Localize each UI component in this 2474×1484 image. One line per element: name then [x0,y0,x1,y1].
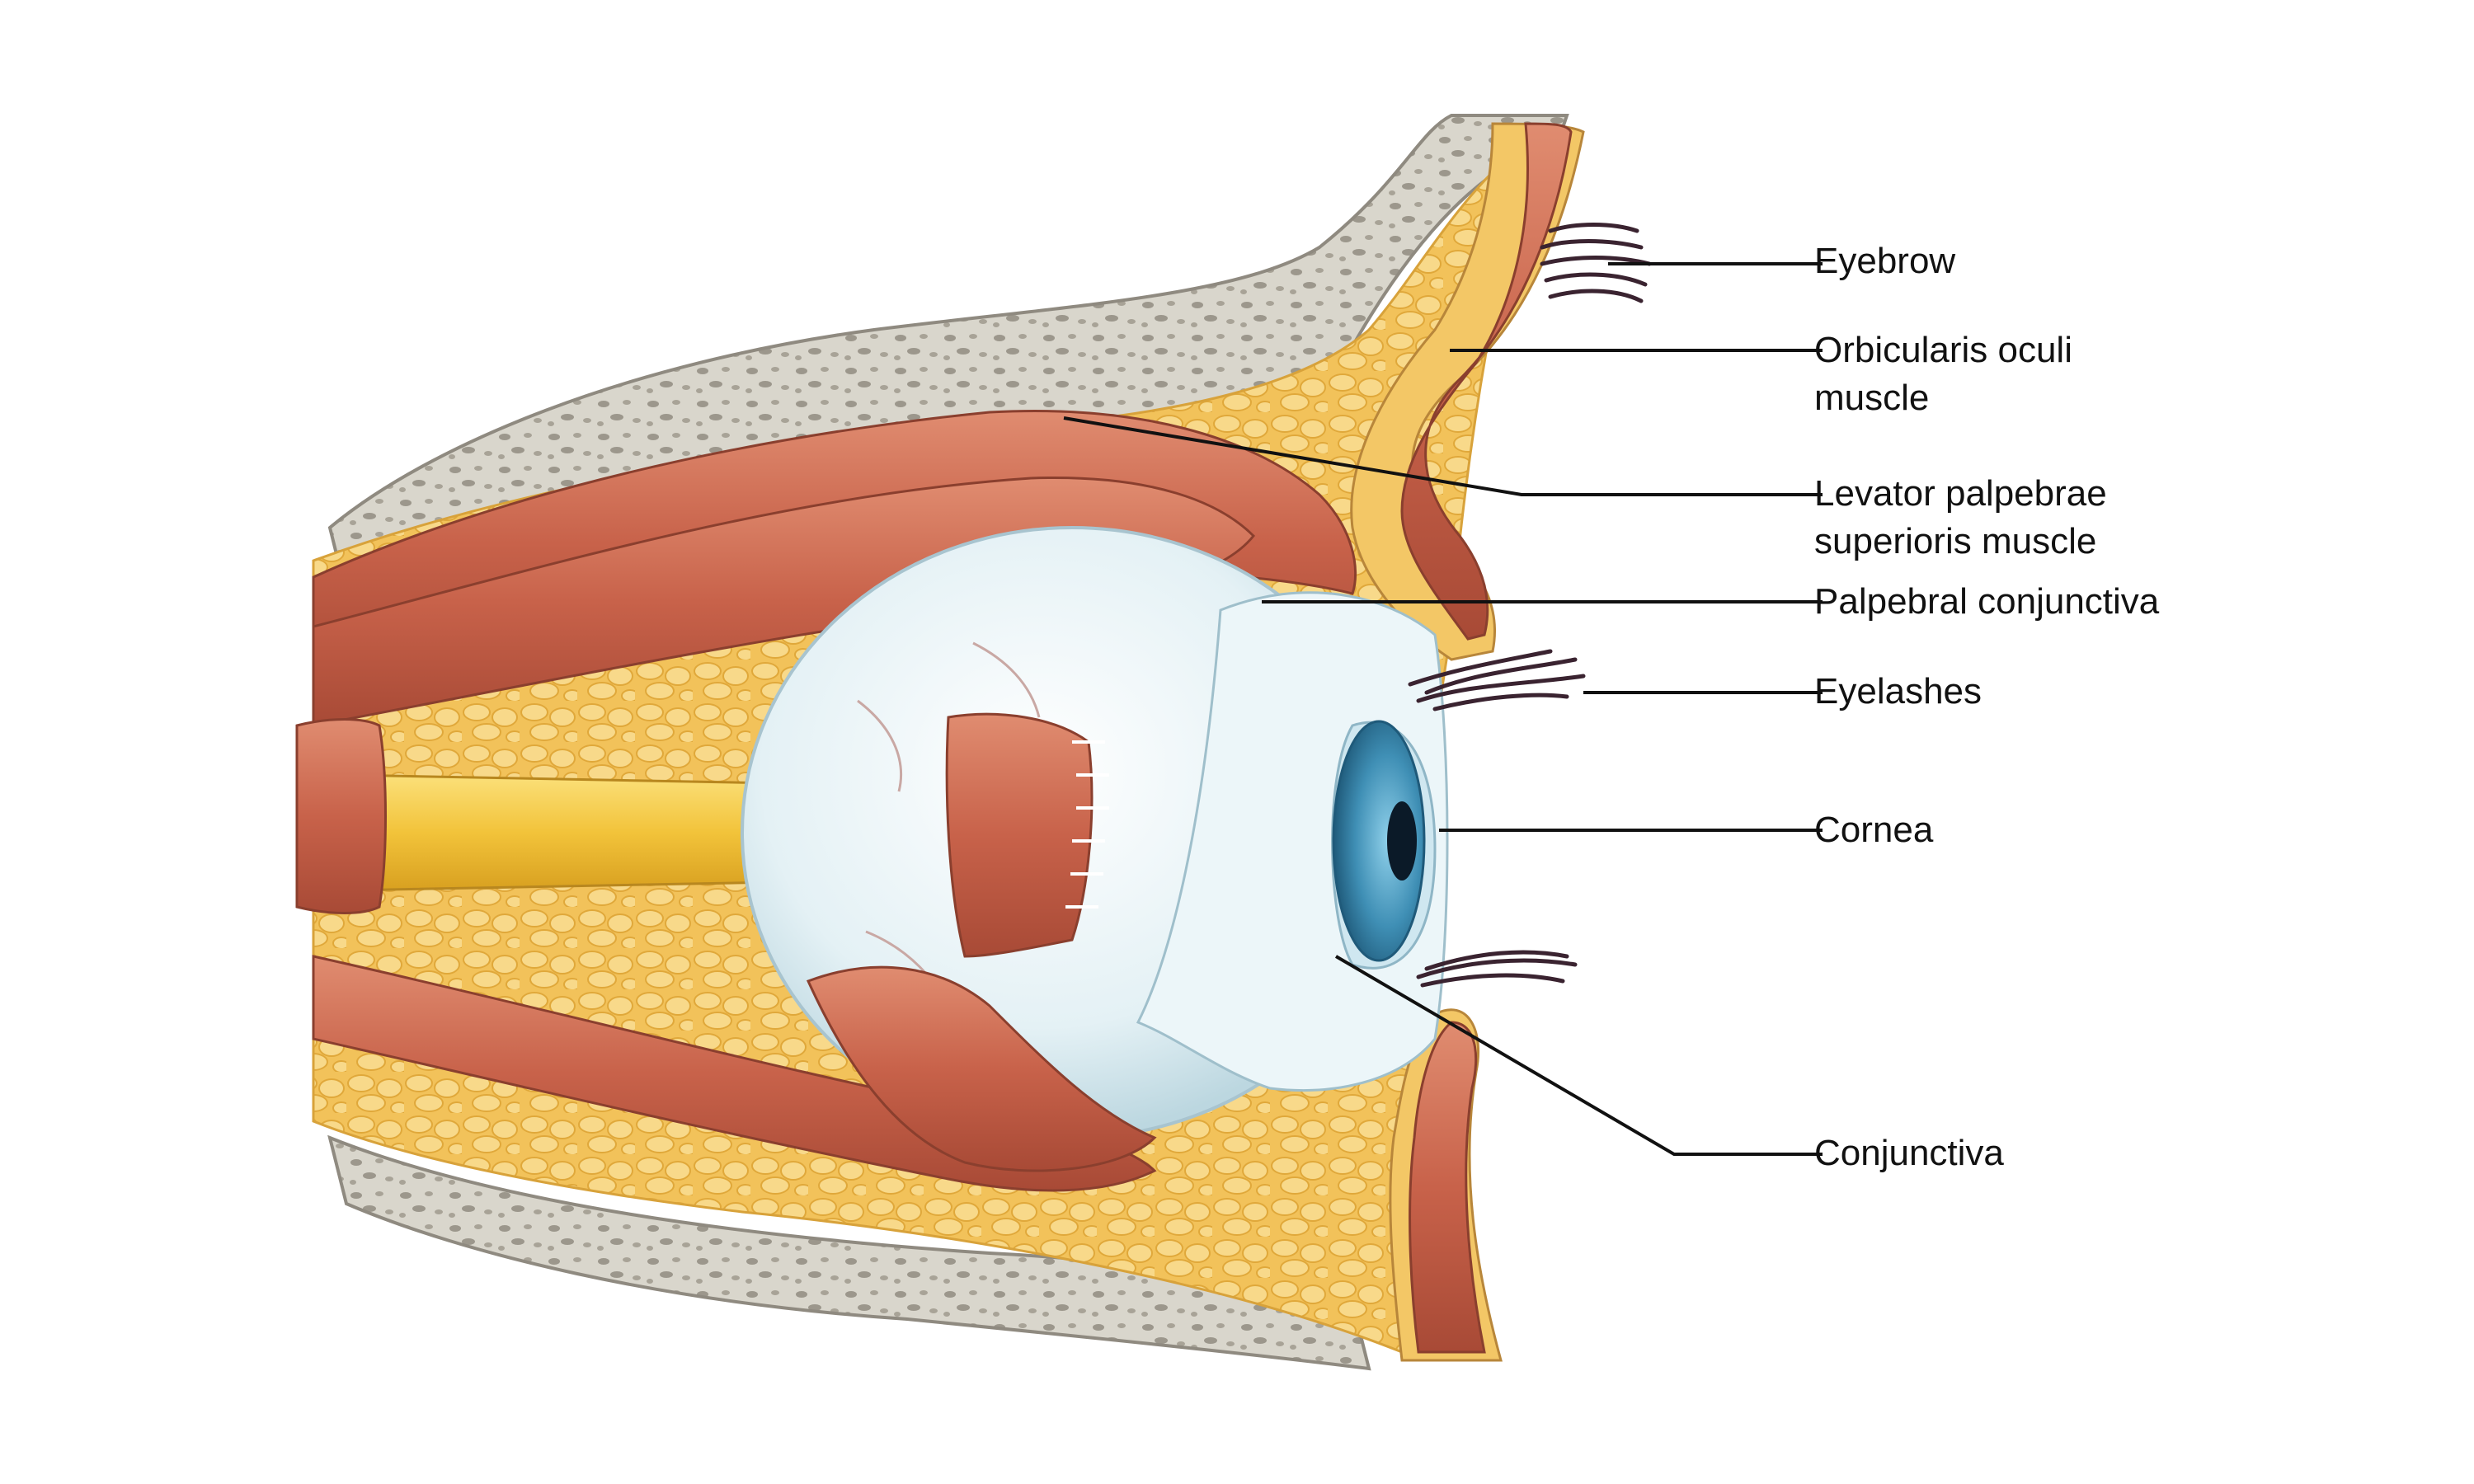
label-orbicularis-oculi-muscle: Orbicularis oculi muscle [1814,326,2072,422]
leader-conjunctiva [1334,955,1823,1156]
label-orbicularis-line2: muscle [1814,378,1930,418]
inferior-oblique [806,965,1157,1172]
label-levator-palpebrae-superioris-muscle: Levator palpebrae superioris muscle [1814,470,2107,566]
label-eyebrow-text: Eyebrow [1814,241,1956,281]
label-conjunctiva-text: Conjunctiva [1814,1133,2004,1173]
label-palpebral-conjunctiva: Palpebral conjunctiva [1814,578,2159,626]
eyebrow-hairs [1540,223,1652,303]
lateral-rectus-insertion [945,712,1094,958]
upper-eyelashes [1408,649,1586,711]
label-eyelashes-text: Eyelashes [1814,671,1982,711]
leader-lines [1063,262,1823,1156]
tendon-fibers [1065,740,1109,909]
label-levator-line1: Levator palpebrae [1814,473,2107,514]
sclera-vessels [857,641,1057,1106]
orbicularis-lower [1409,1021,1486,1354]
lower-eyelashes [1416,950,1578,988]
optic-nerve [345,773,789,892]
label-cornea-text: Cornea [1814,810,1934,850]
lower-bone [327,1134,1371,1371]
label-palpebral-conjunctiva-text: Palpebral conjunctiva [1814,581,2160,622]
label-cornea: Cornea [1814,806,1933,854]
iris [1332,720,1426,962]
pupil [1387,801,1417,881]
label-eyelashes: Eyelashes [1814,668,1982,716]
label-conjunctiva: Conjunctiva [1814,1129,2004,1177]
leader-levator [1063,416,1823,496]
label-levator-line2: superioris muscle [1814,521,2097,561]
label-eyebrow: Eyebrow [1814,237,1955,285]
label-orbicularis-line1: Orbicularis oculi [1814,330,2072,370]
muscle-stub [295,718,387,914]
